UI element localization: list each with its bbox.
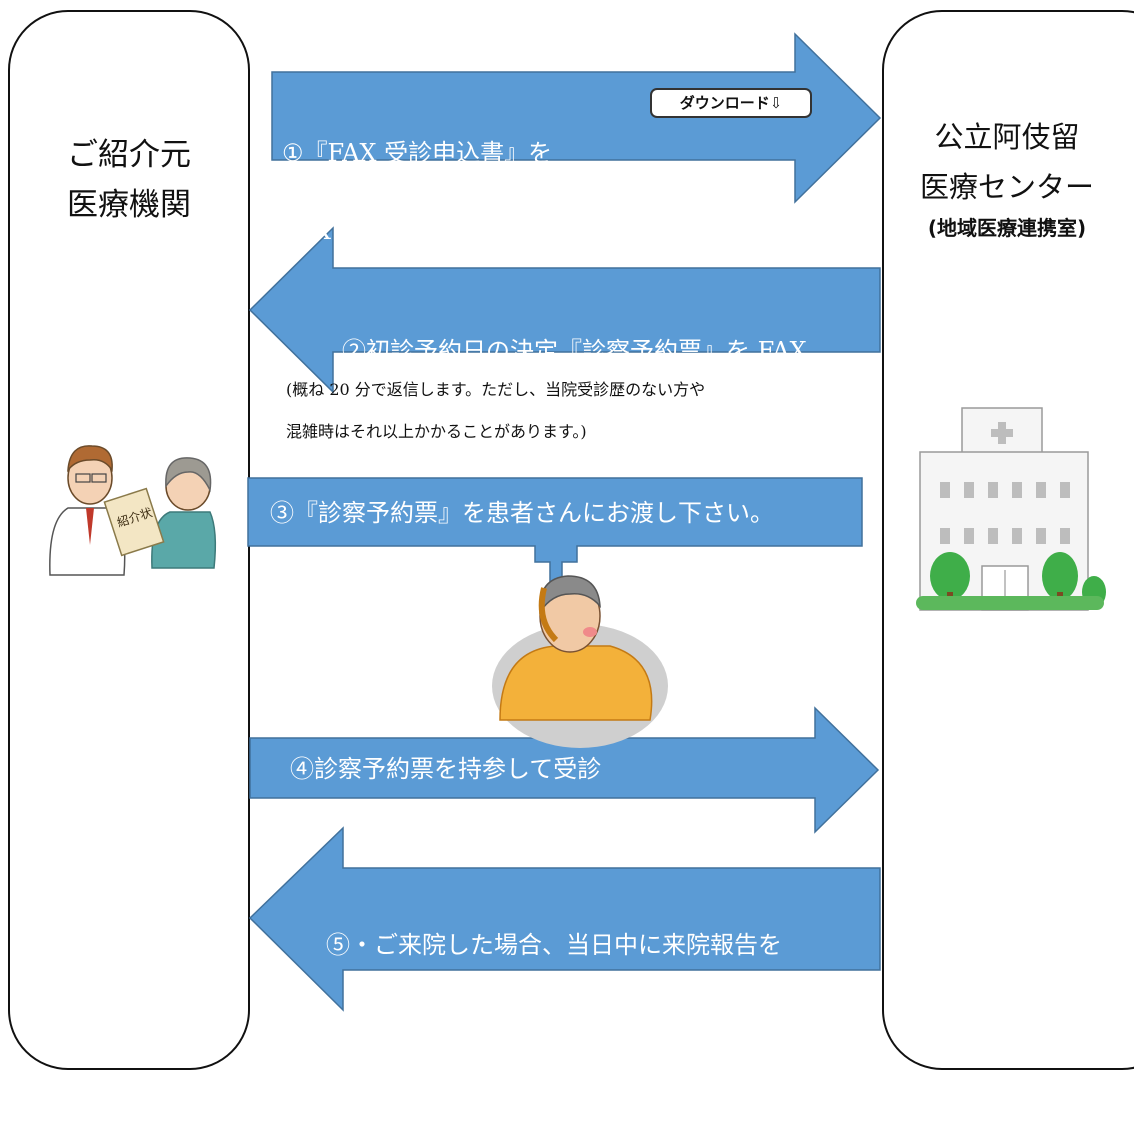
step3-text: ③『診察予約票』を患者さんにお渡し下さい。: [270, 499, 774, 527]
arrow-step4: [249, 706, 880, 834]
step4-text: ④診察予約票を持参して受診: [290, 755, 602, 783]
step2-text: ②初診予約日の決定『診察予約票』を FAX で返信致します。: [342, 286, 807, 468]
step1-line1: ①『FAX 受診申込書』を: [282, 139, 553, 167]
step5-line1: ⑤・ご来院した場合、当日中に来院報告を: [326, 931, 782, 959]
arrow-step1: [271, 32, 882, 204]
step1-text: ①『FAX 受診申込書』を FAX で送信して下さい。: [282, 88, 554, 270]
referring-institution-line1: ご紹介元: [67, 137, 191, 173]
step2-line2: で返信致します。: [342, 415, 532, 443]
step1-line2: FAX で送信して下さい。: [282, 217, 554, 245]
flow-diagram: 紹介状: [49, 32, 1106, 1012]
hospital-illustration: [916, 407, 1106, 611]
step5-line3: ・担当医から後日お返事を郵送いたします。: [326, 1087, 804, 1115]
arrow-step5: [248, 826, 881, 1012]
hospital-department: (地域医療連携室): [927, 216, 1087, 240]
hospital-title: 公立阿伎留 医療センター: [882, 112, 1132, 212]
step5-text: ⑤・ご来院した場合、当日中に来院報告を FAX いたします。 ・担当医から後日お…: [326, 880, 804, 1140]
arrow-step3: [247, 477, 863, 583]
arrow-step2: [248, 226, 881, 394]
referring-institution-line2: 医療機関: [67, 187, 191, 223]
step2-line1: ②初診予約日の決定『診察予約票』を FAX: [342, 337, 807, 365]
doctor-patient-illustration: [49, 445, 217, 576]
step2-note-line2: 混雑時はそれ以上かかることがあります。): [286, 422, 587, 441]
referring-institution-title: ご紹介元 医療機関: [8, 130, 250, 230]
patient-illustration: [492, 575, 668, 748]
download-button[interactable]: ダウンロード⇩: [650, 88, 812, 118]
hospital-title-line2: 医療センター: [919, 170, 1094, 204]
hospital-title-line1: 公立阿伎留: [934, 120, 1080, 154]
step2-note-line1: (概ね 20 分で返信します。ただし、当院受診歴のない方や: [286, 380, 706, 399]
